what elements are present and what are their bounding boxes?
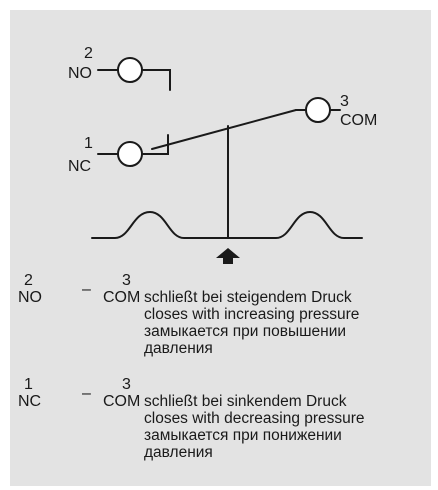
legend-2-to-number: 3 (122, 376, 131, 393)
no-contact-line (141, 69, 171, 91)
diaphragm-line (91, 210, 363, 239)
legend-2-from-number: 1 (24, 376, 33, 393)
nc-terminal-label: NC (68, 158, 91, 175)
legend-2-line-ru-2: давления (144, 444, 213, 461)
legend-1-line-en: closes with increasing pressure (144, 306, 360, 323)
legend-2-line-en: closes with decreasing pressure (144, 410, 365, 427)
nc-contact-line (141, 134, 169, 155)
legend-2-to-label: COM (103, 393, 141, 410)
legend-1-to-label: COM (103, 289, 141, 306)
legend-2-dash: – (82, 385, 91, 402)
pressure-arrow-icon (216, 248, 240, 264)
legend-1-from-label: NO (18, 289, 42, 306)
nc-terminal-number: 1 (84, 135, 93, 152)
com-terminal-number: 3 (340, 93, 349, 110)
no-terminal-label: NO (68, 65, 92, 82)
legend-2-from-label: NC (18, 393, 42, 410)
com-terminal-label: COM (340, 112, 377, 129)
legend-1-line-de: schließt bei steigendem Druck (144, 289, 352, 306)
legend-1-description: schließt bei steigendem Druck closes wit… (144, 289, 434, 357)
switch-lever (151, 109, 297, 150)
legend-2-line-de: schließt bei sinkendem Druck (144, 393, 347, 410)
legend-1-to-number: 3 (122, 272, 131, 289)
legend-2-description: schließt bei sinkendem Druck closes with… (144, 393, 434, 461)
legend-1-from-number: 2 (24, 272, 33, 289)
diagram-panel (10, 10, 431, 486)
legend-2-line-ru: замыкается при понижении (144, 427, 342, 444)
legend-1-line-ru-2: давления (144, 340, 213, 357)
legend-1-line-ru: замыкается при повышении (144, 323, 347, 340)
legend-1-dash: – (82, 281, 91, 298)
no-terminal-number: 2 (84, 45, 93, 62)
